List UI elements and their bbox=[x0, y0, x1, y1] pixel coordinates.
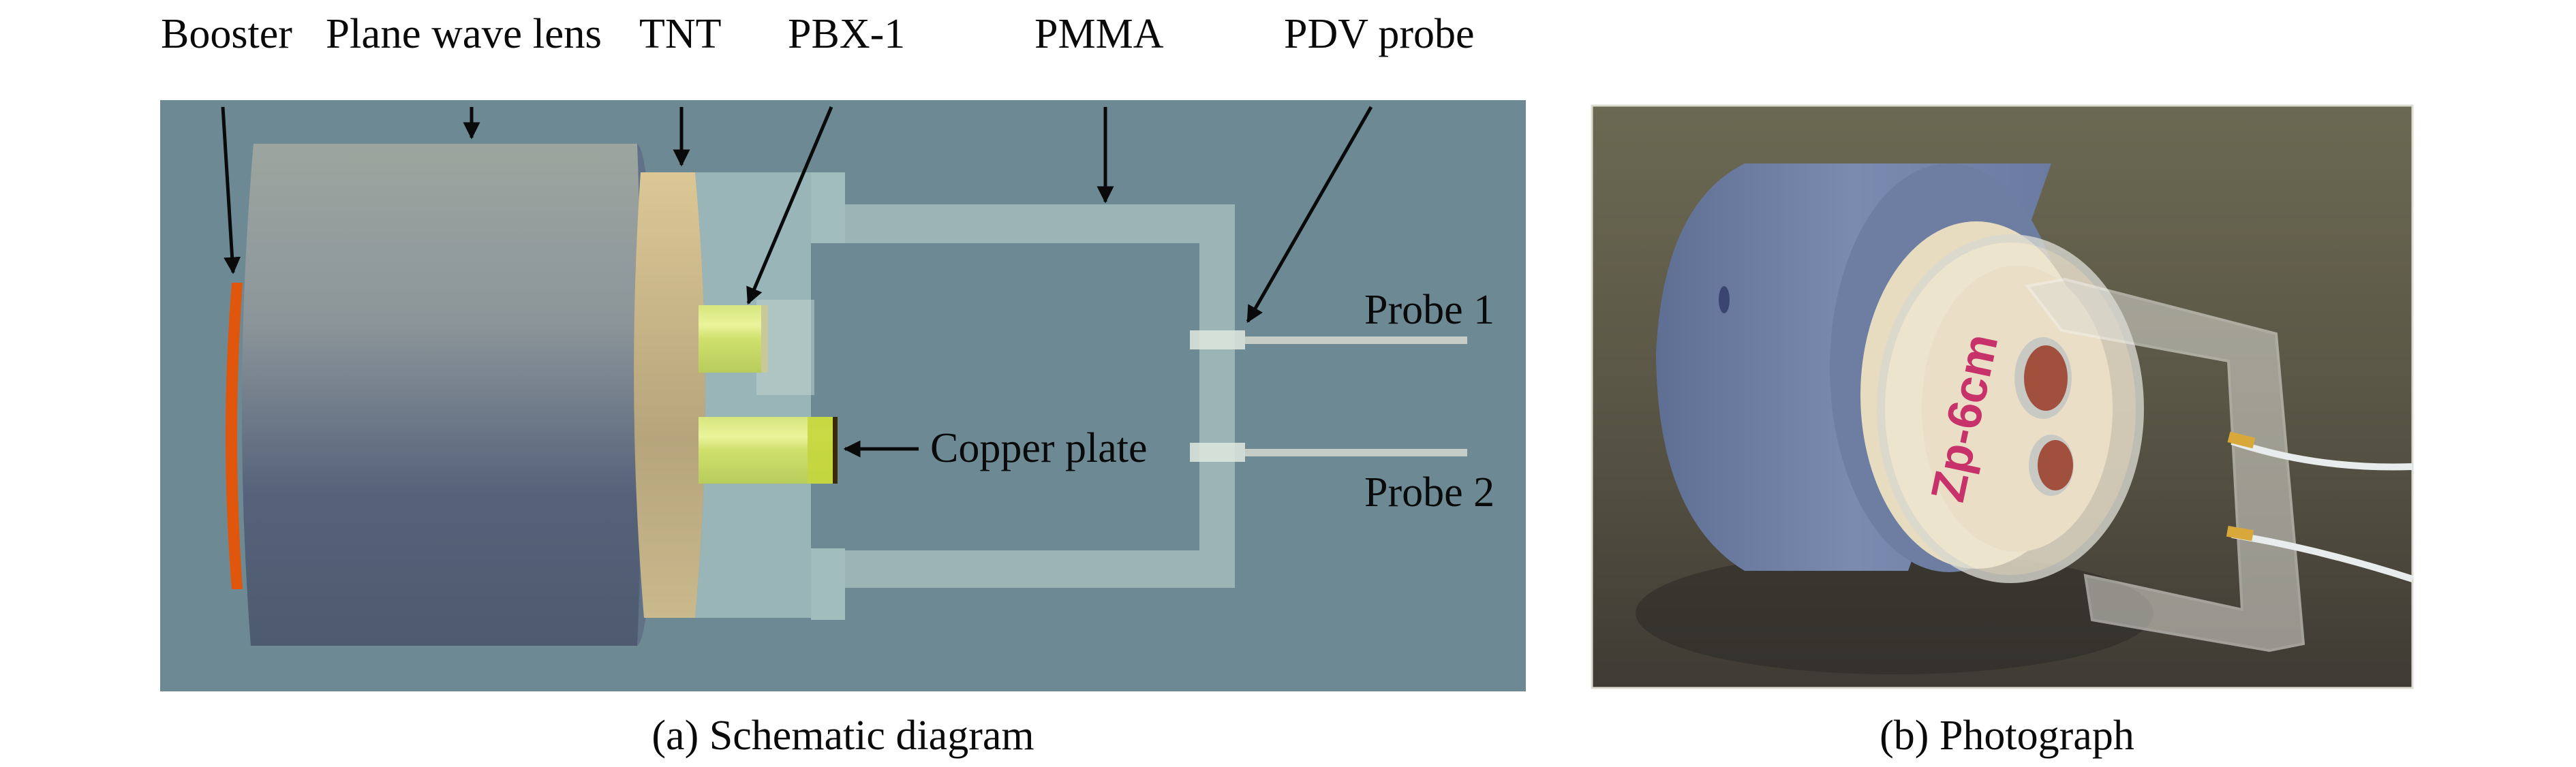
label-copper-plate: Copper plate bbox=[930, 425, 1148, 471]
photo-copper-upper bbox=[2024, 345, 2068, 411]
photo-shadow bbox=[1636, 552, 2153, 674]
photo-pmma-frame bbox=[2025, 277, 2305, 653]
photo-fiber-2 bbox=[2231, 531, 2414, 582]
pmma-frame bbox=[845, 204, 1235, 588]
probe2-ferrule bbox=[1190, 443, 1245, 462]
pmma-base bbox=[695, 172, 811, 618]
booster-arrow bbox=[221, 106, 241, 275]
label-pbx1: PBX-1 bbox=[788, 11, 905, 57]
leader-arrows bbox=[221, 106, 1373, 458]
pdv-probe-arrow bbox=[1246, 106, 1373, 324]
photo-probe-connector-2 bbox=[2226, 525, 2254, 542]
probe2-fiber bbox=[1245, 449, 1467, 456]
pbx-charge-large-end bbox=[808, 417, 833, 484]
pmma-flange-bottom bbox=[811, 548, 845, 620]
photograph-panel: Zp-6cm (b) Photograph bbox=[1591, 104, 2414, 759]
plane-wave-lens bbox=[241, 144, 644, 646]
pbx1-arrow bbox=[746, 106, 833, 305]
label-tnt: TNT bbox=[639, 11, 722, 57]
copper-plate bbox=[833, 417, 838, 484]
label-probe1: Probe 1 bbox=[1364, 287, 1494, 333]
photo-fiber-1 bbox=[2230, 438, 2413, 471]
booster bbox=[226, 283, 243, 589]
label-pdv-probe: PDV probe bbox=[1284, 11, 1475, 57]
photo-cylinder-mark bbox=[1719, 286, 1730, 313]
probe1-fiber bbox=[1245, 336, 1467, 344]
caption-b: (b) Photograph bbox=[1880, 713, 2134, 759]
caption-a: (a) Schematic diagram bbox=[651, 713, 1034, 759]
pmma-flange-top bbox=[811, 172, 845, 243]
probe1-ferrule bbox=[1190, 330, 1245, 349]
label-plane-wave-lens: Plane wave lens bbox=[326, 11, 602, 57]
label-pmma: PMMA bbox=[1034, 11, 1164, 57]
pbx1-charge bbox=[699, 305, 768, 373]
label-probe2: Probe 2 bbox=[1364, 469, 1494, 516]
photo-border bbox=[1591, 104, 2414, 689]
photo-probe-connector-1 bbox=[2227, 431, 2256, 449]
label-booster: Booster bbox=[161, 11, 292, 57]
schematic-panel: Booster Plane wave lens TNT PBX-1 PMMA P… bbox=[160, 11, 1526, 759]
tnt-disc bbox=[634, 172, 705, 618]
photo-copper-lower bbox=[2038, 440, 2073, 490]
pbx1-charge-end bbox=[761, 305, 768, 373]
